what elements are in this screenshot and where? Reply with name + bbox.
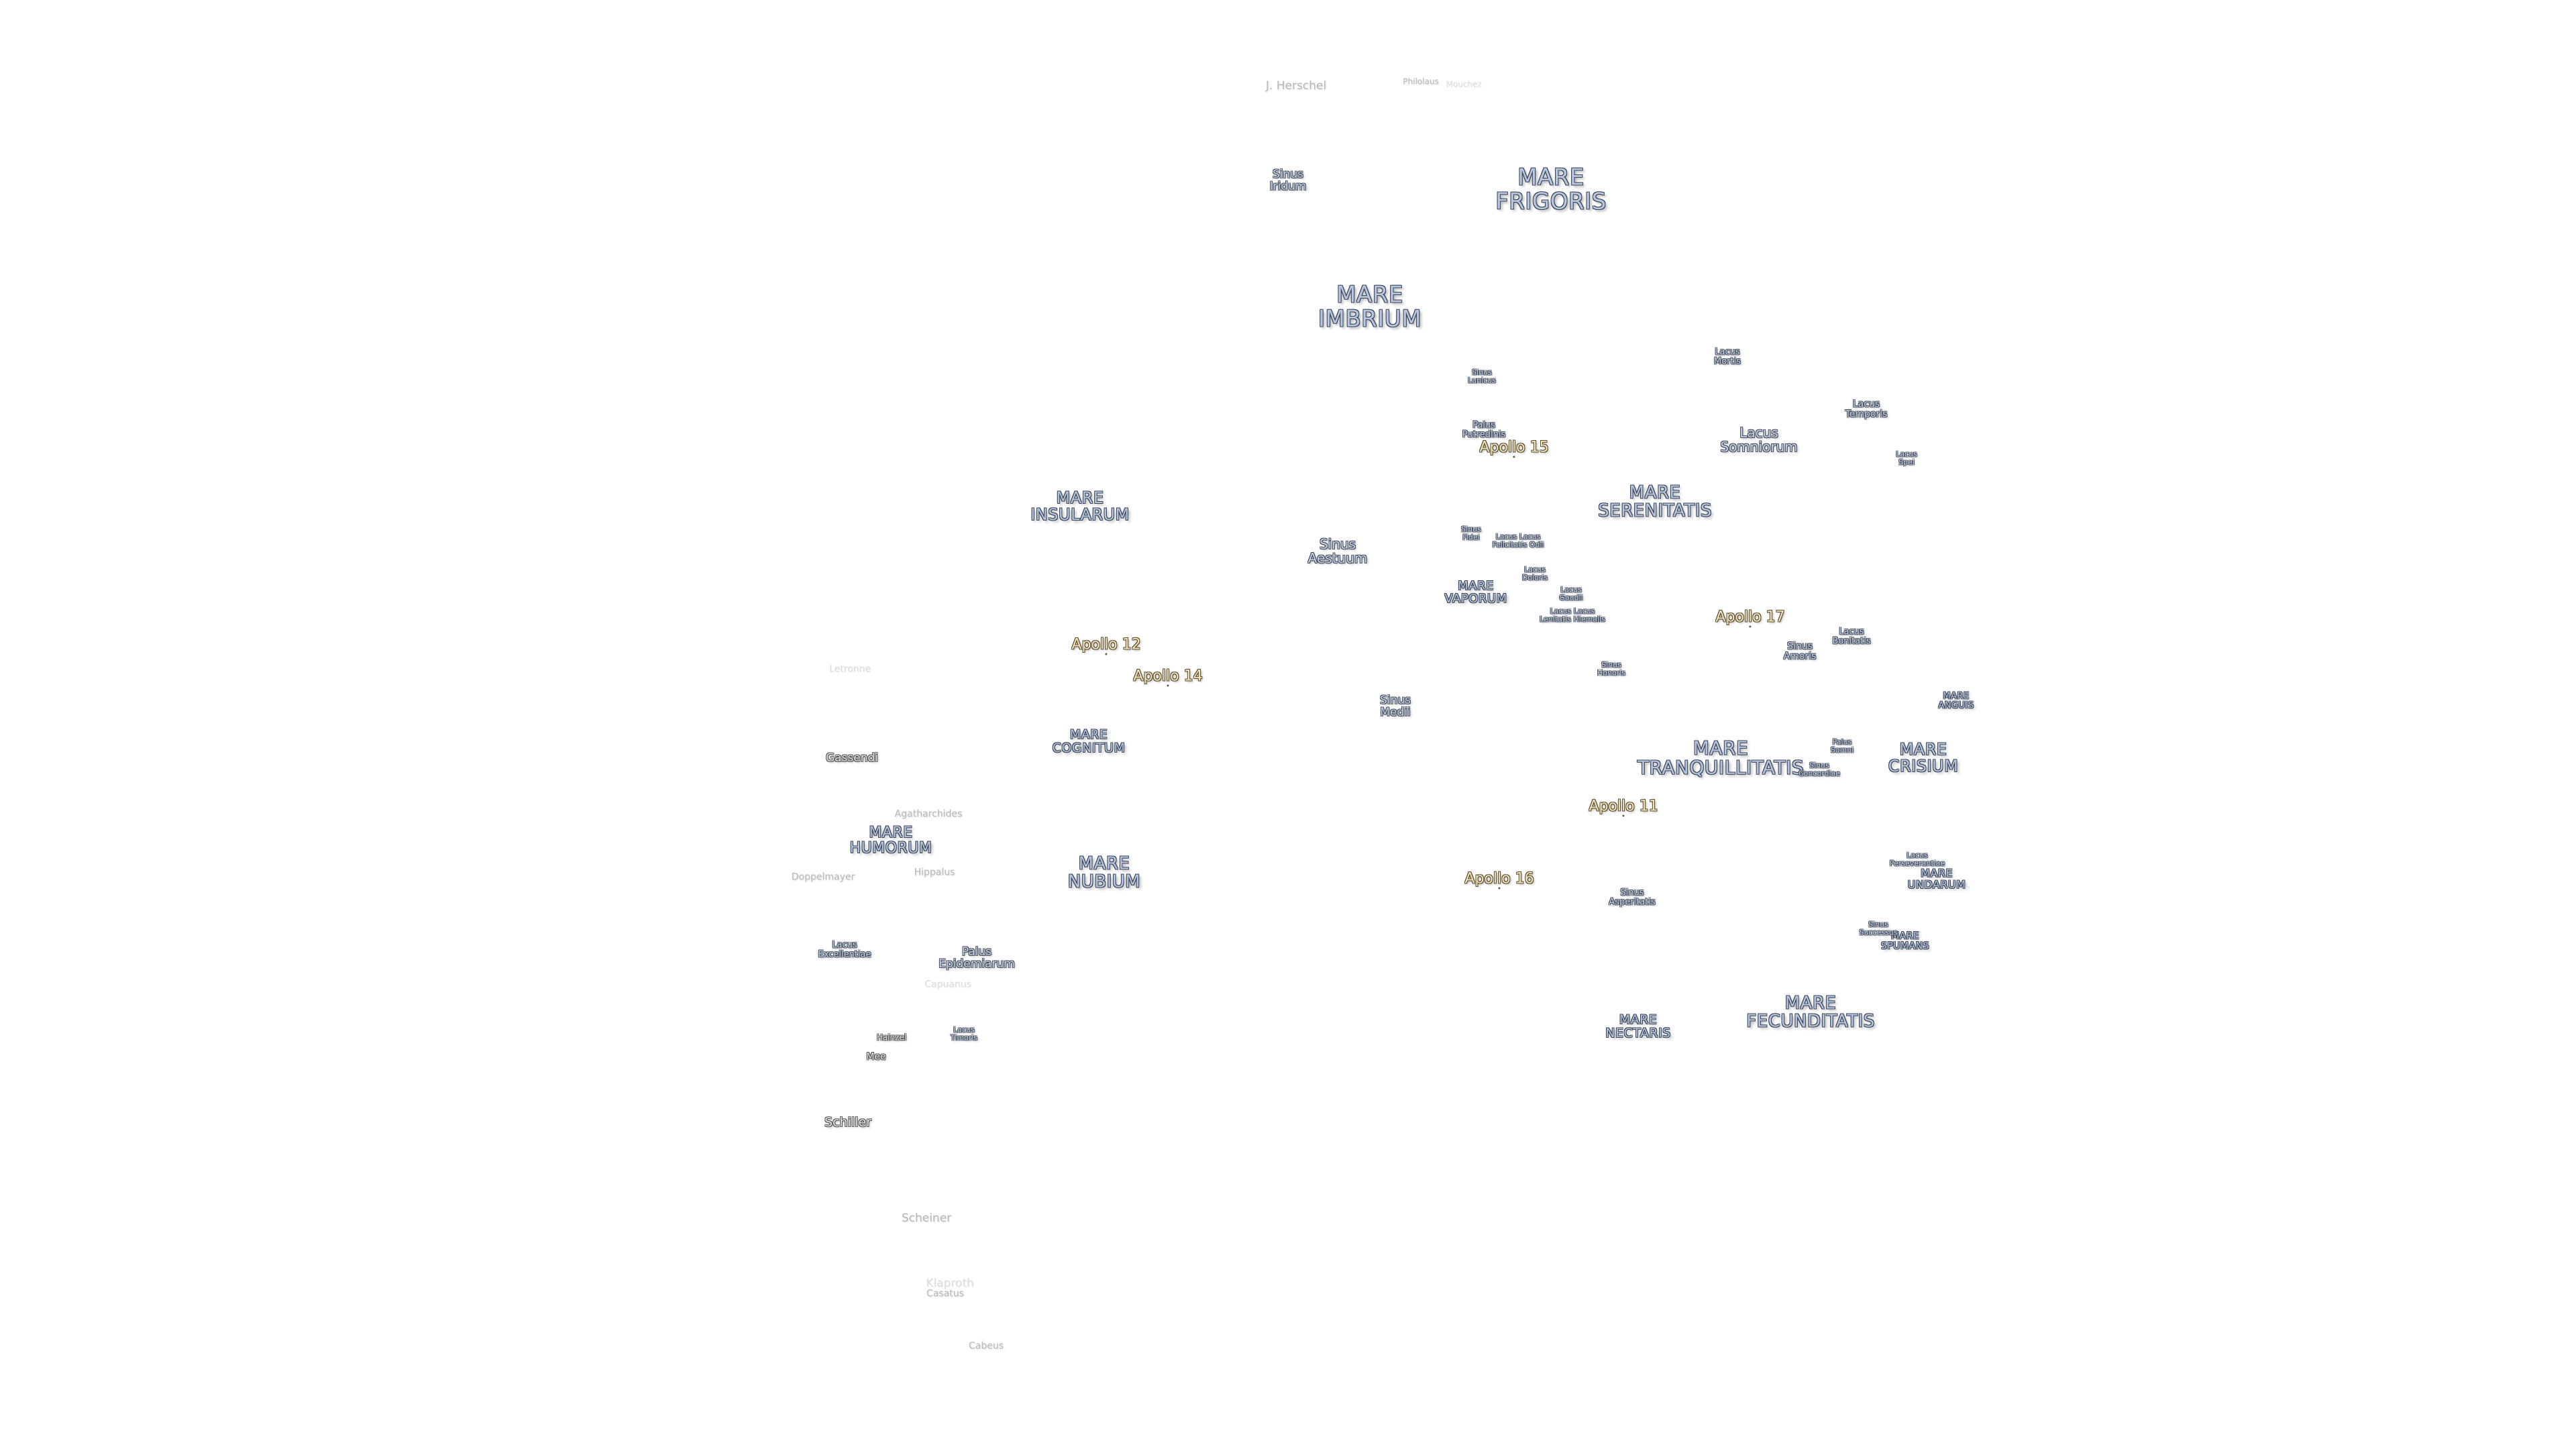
crater-label-capuanus: Capuanus — [924, 979, 971, 990]
crater-label-hainzel: Hainzel — [876, 1032, 907, 1042]
crater-label-mouchez: Mouchez — [1446, 79, 1482, 89]
crater-label-j-herschel: J. Herschel — [1265, 79, 1327, 93]
apollo-11-marker[interactable]: Apollo 11 — [1589, 798, 1658, 817]
crater-label-doppelmayer: Doppelmayer — [791, 871, 855, 883]
crater-label-casatus: Casatus — [926, 1288, 964, 1299]
crater-label-mee: Mee — [866, 1051, 886, 1063]
apollo-14-marker[interactable]: Apollo 14 — [1133, 668, 1203, 687]
crater-label-scheiner: Scheiner — [901, 1212, 952, 1226]
apollo-15-marker[interactable]: Apollo 15 — [1479, 439, 1549, 458]
crater-label-klaproth: Klaproth — [926, 1277, 974, 1291]
apollo-16-marker[interactable]: Apollo 16 — [1464, 871, 1534, 890]
crater-label-cabeus: Cabeus — [968, 1340, 1004, 1352]
landing-site-dot-icon — [1749, 625, 1752, 628]
landing-site-dot-icon — [1498, 887, 1501, 890]
crater-label-schiller: Schiller — [824, 1115, 871, 1130]
crater-label-agatharchides: Agatharchides — [894, 808, 963, 820]
crater-label-hippalus: Hippalus — [914, 867, 955, 878]
crater-label-gassendi: Gassendi — [825, 751, 879, 765]
landing-site-dot-icon — [1105, 653, 1108, 655]
crater-label-philolaus: Philolaus — [1403, 76, 1439, 87]
landing-site-dot-icon — [1622, 814, 1625, 817]
apollo-12-marker[interactable]: Apollo 12 — [1071, 637, 1141, 655]
landing-site-dot-icon — [1513, 455, 1515, 458]
apollo-17-marker[interactable]: Apollo 17 — [1715, 609, 1785, 628]
landing-site-dot-icon — [1167, 684, 1169, 687]
crater-label-letronne: Letronne — [828, 663, 871, 675]
